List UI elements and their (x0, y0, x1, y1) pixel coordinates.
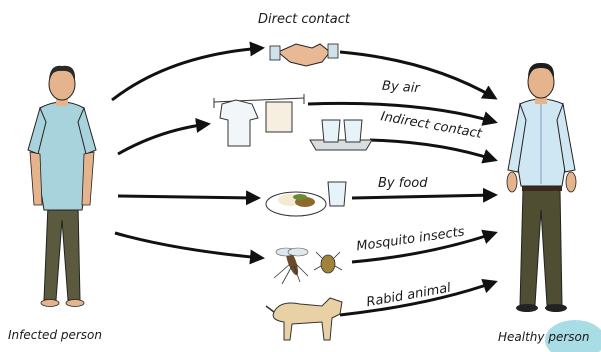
healthy-person-text: Healthy person (498, 330, 589, 344)
infected-person-text: Infected person (8, 328, 102, 342)
route-label-by-air: By air (382, 79, 421, 97)
healthy-person-figure (507, 63, 576, 312)
transmission-arrows (112, 48, 495, 315)
tray-glasses-icon (310, 120, 372, 150)
route-label-by-food: By food (378, 176, 427, 191)
arrow-mosquito-in (115, 233, 262, 258)
route-label-direct-contact: Direct contact (258, 12, 350, 27)
arrow-by-food-out (352, 195, 495, 198)
dog-icon (266, 298, 342, 340)
clothesline-icon (214, 94, 304, 146)
arrow-by-air-in (118, 124, 208, 154)
handshake-icon (270, 44, 338, 66)
arrow-direct-contact-in (112, 48, 262, 100)
infected-person-figure (28, 66, 96, 307)
food-plate-icon (266, 182, 346, 216)
mosquito-icon (274, 247, 342, 284)
arrow-indirect-contact-out (370, 140, 495, 160)
arrow-by-food-in (118, 196, 258, 198)
